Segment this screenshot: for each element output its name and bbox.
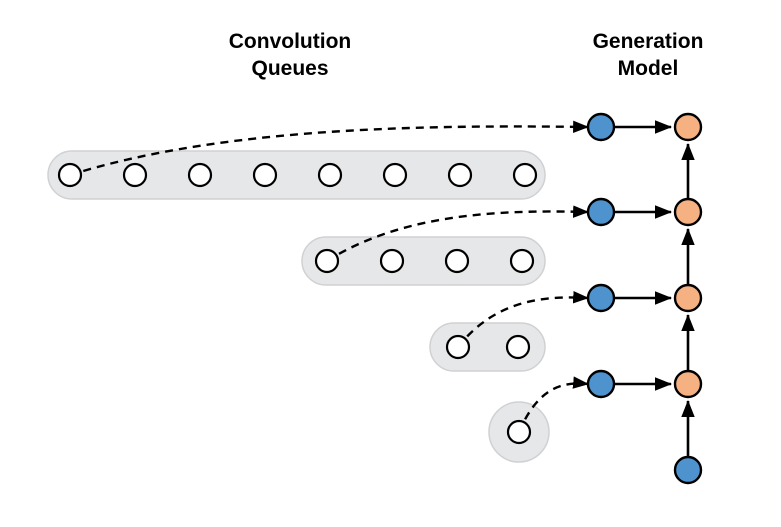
queue-row-1-node-6 [382,162,408,188]
queue-row-2-node-1 [314,248,340,274]
queue-row-4-node-1 [506,419,532,445]
gen-row-4-orange-node [673,369,703,399]
queue-row-1-container [47,150,546,200]
queue-row-1-node-1 [57,162,83,188]
queue-row-2-node-2 [379,248,405,274]
dashed-link-queue-1 [69,120,589,177]
queue-row-2-node-4 [509,248,535,274]
gen-row-2-blue-node [586,197,616,227]
generation-nodes-group [586,112,703,485]
queue-row-2-node-3 [444,248,470,274]
queue-row-3-node-1 [445,334,471,360]
queue-row-1-node-2 [122,162,148,188]
gen-input-node [673,455,703,485]
dashed-link-queue-2 [326,205,589,263]
queue-row-2-container [301,236,546,286]
dashed-link-queue-3 [457,291,589,348]
queue-row-1-node-4 [252,162,278,188]
dashed-link-queue-4 [517,376,589,433]
gen-row-4-blue-node [586,369,616,399]
gen-row-3-blue-node [586,283,616,313]
gen-row-2-orange-node [673,197,703,227]
queue-row-1-node-3 [187,162,213,188]
queue-row-1-node-8 [512,162,538,188]
queue-row-3-node-2 [505,334,531,360]
title-generation-model: Generation Model [592,30,704,80]
gen-row-1-blue-node [586,112,616,142]
generation-edges-group [615,120,695,456]
queue-containers-group [47,150,550,463]
gen-row-1-orange-node [673,112,703,142]
queue-row-1-node-5 [317,162,343,188]
gen-row-3-orange-node [673,283,703,313]
queue-nodes-group [57,162,538,445]
title-convolution-queues: Convolution Queues [228,30,352,80]
dashed-links-group [69,120,589,433]
queue-row-1-node-7 [447,162,473,188]
